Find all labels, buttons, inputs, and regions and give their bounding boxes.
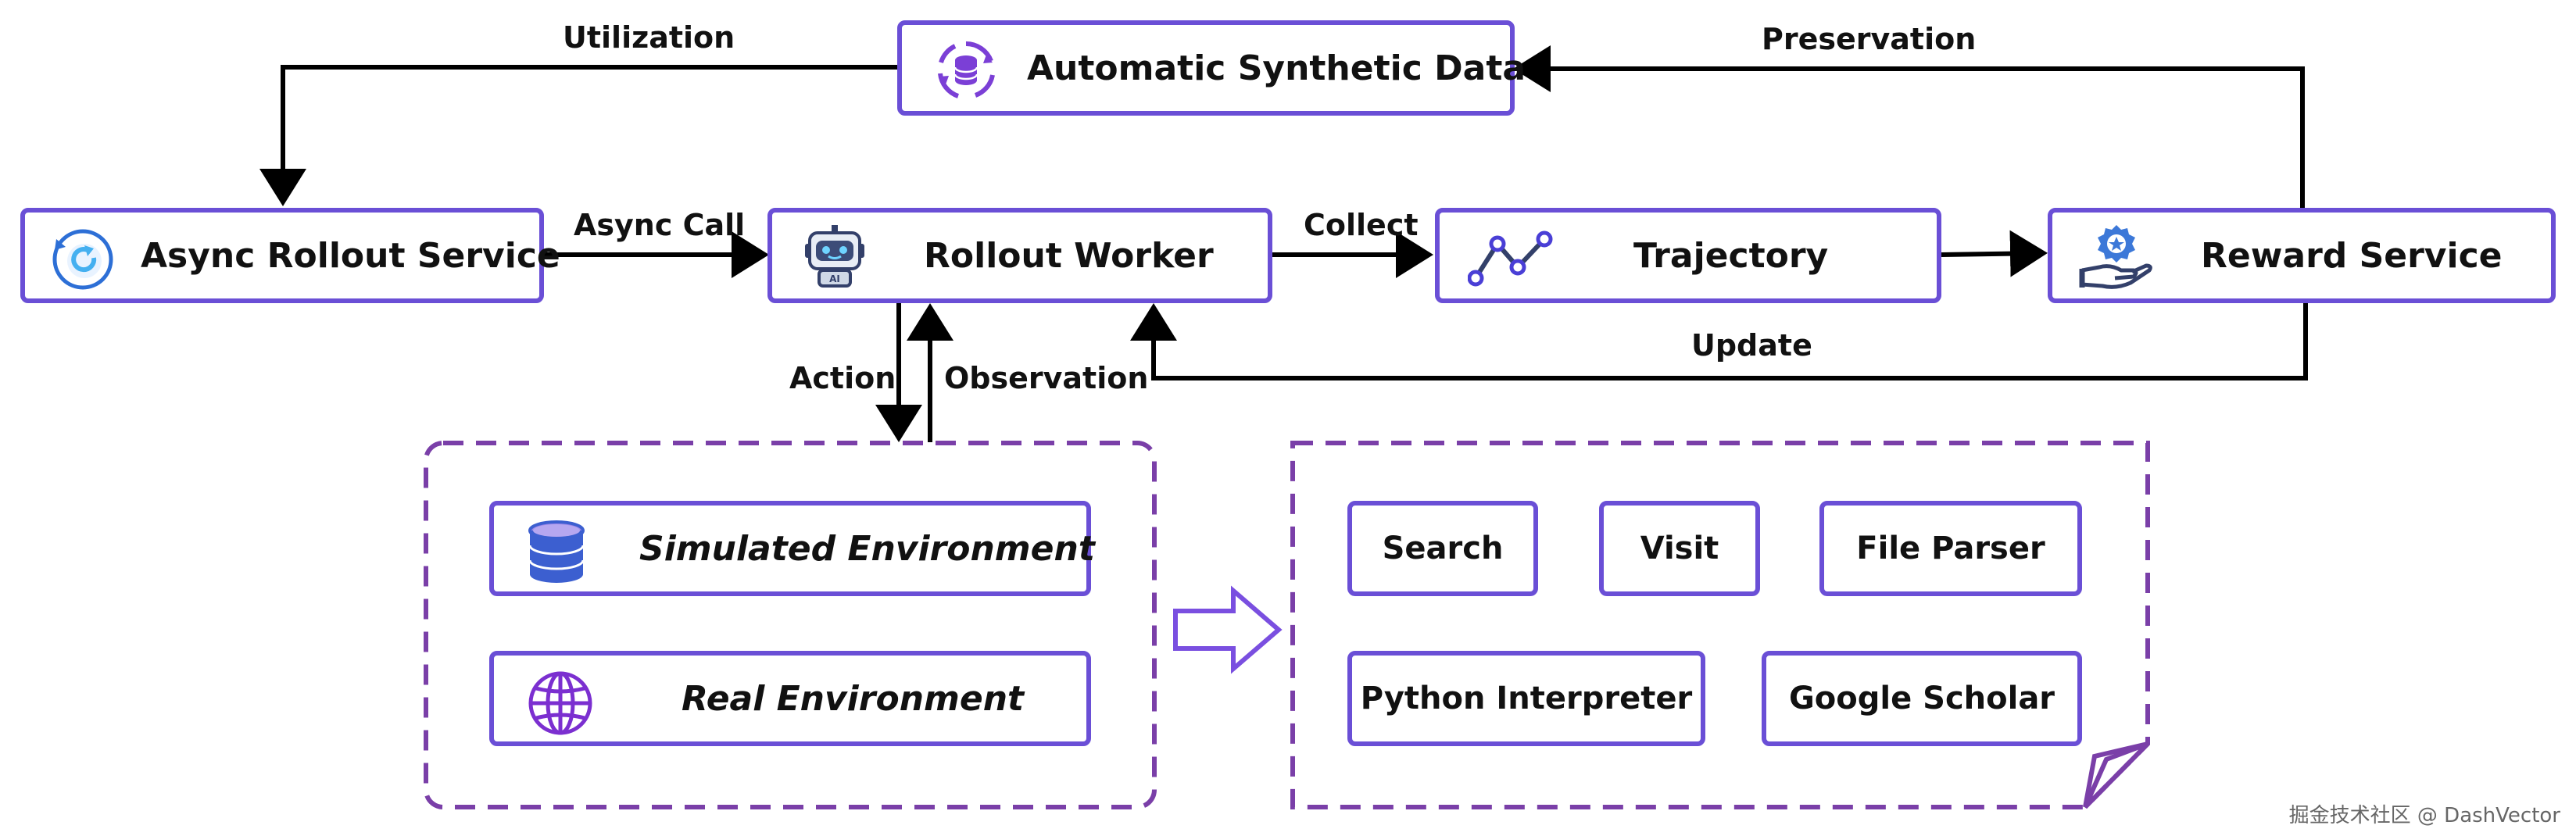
- line-graph-icon: [1467, 230, 1554, 293]
- node-simulated-environment: Simulated Environment: [489, 501, 1095, 596]
- tool-label-file-parser: File Parser: [1856, 531, 2045, 566]
- tool-label-python: Python Interpreter: [1360, 681, 1693, 716]
- globe-icon: [527, 670, 594, 741]
- node-label-simulated: Simulated Environment: [639, 528, 1095, 569]
- tool-python-interpreter: Python Interpreter: [1347, 651, 1705, 746]
- tool-google-scholar: Google Scholar: [1762, 651, 2082, 746]
- node-label-real: Real Environment: [682, 678, 1025, 719]
- tool-visit: Visit: [1599, 501, 1760, 596]
- refresh-icon: [48, 223, 117, 296]
- node-label-reward: Reward Service: [2201, 235, 2503, 276]
- node-rollout-worker: AI Rollout Worker: [767, 208, 1272, 303]
- node-label-trajectory: Trajectory: [1633, 235, 1829, 276]
- tool-container: [1290, 441, 2150, 809]
- tool-label-scholar: Google Scholar: [1788, 681, 2055, 716]
- node-reward-service: Reward Service: [2048, 208, 2556, 303]
- node-trajectory: Trajectory: [1435, 208, 1941, 303]
- node-automatic-synthetic-data: Automatic Synthetic Data: [897, 20, 1526, 116]
- edge-update: [1130, 302, 2308, 380]
- tool-label-visit: Visit: [1640, 531, 1719, 566]
- node-real-environment: Real Environment: [489, 651, 1091, 746]
- edge-trajectory-reward: [1941, 230, 2048, 277]
- tool-file-parser: File Parser: [1819, 501, 2082, 596]
- environment-container: [424, 441, 1157, 809]
- database-cycle-icon: [935, 39, 997, 105]
- node-label-async-rollout: Async Rollout Service: [141, 235, 560, 276]
- node-label-rollout-worker: Rollout Worker: [924, 235, 1214, 276]
- label-utilization: Utilization: [563, 20, 735, 55]
- svg-text:AI: AI: [829, 273, 840, 284]
- label-update: Update: [1691, 328, 1812, 363]
- node-async-rollout-service: Async Rollout Service: [20, 208, 560, 303]
- node-label-synthetic: Automatic Synthetic Data: [1027, 48, 1526, 88]
- watermark: 掘金技术社区 @ DashVector: [2288, 804, 2560, 827]
- edge-utilization: [259, 65, 897, 206]
- tool-search: Search: [1347, 501, 1538, 596]
- edge-preservation: [1513, 45, 2305, 208]
- hand-award-icon: [2079, 222, 2154, 296]
- tool-label-search: Search: [1382, 531, 1504, 566]
- tool-container-fold: [2083, 741, 2148, 808]
- label-async-call: Async Call: [574, 208, 746, 242]
- database-icon: [525, 520, 588, 591]
- label-collect: Collect: [1304, 208, 1419, 242]
- label-preservation: Preservation: [1762, 22, 1977, 56]
- label-action: Action: [789, 361, 896, 395]
- label-observation: Observation: [944, 361, 1149, 395]
- robot-icon: AI: [802, 223, 868, 295]
- right-arrow-icon: [1173, 585, 1283, 674]
